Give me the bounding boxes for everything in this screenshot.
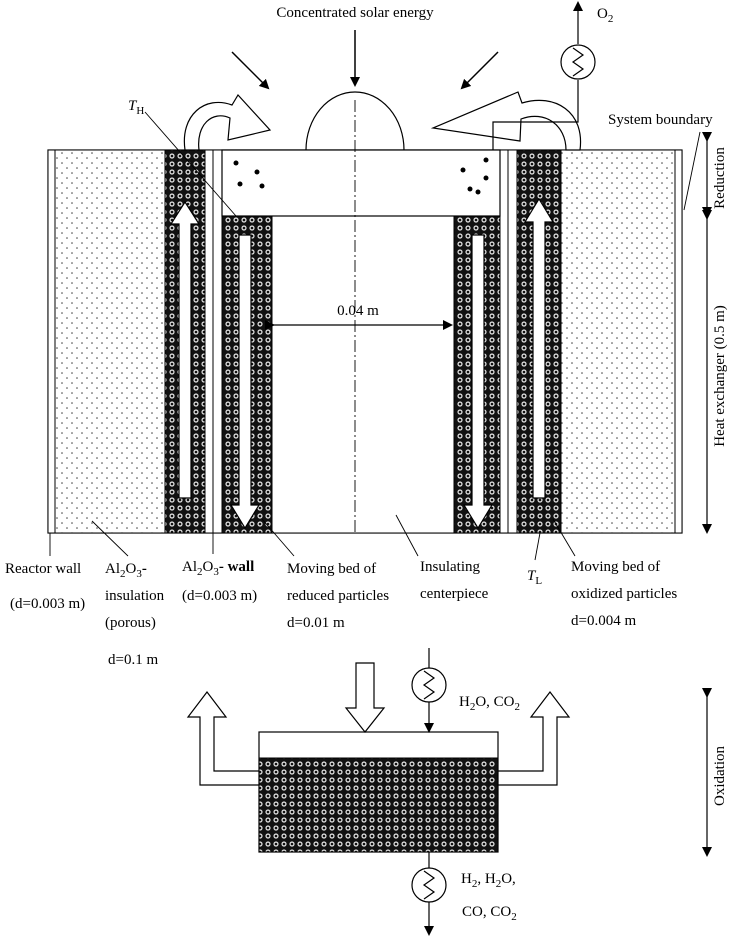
o2-heat-exchanger-zigzag — [571, 47, 585, 77]
oxidation-label: Oxidation — [712, 746, 728, 806]
reduction-particles — [233, 157, 489, 195]
reduction-chamber — [221, 149, 501, 217]
outlet-heat-exchanger-icon — [411, 867, 447, 903]
insulation-leader — [91, 520, 129, 557]
solar-arrow-left — [231, 51, 270, 90]
o2-label: O2 — [597, 6, 613, 25]
o2-outlet-line — [492, 80, 579, 150]
arrow-down-left — [229, 234, 261, 530]
o2-heat-exchanger-icon — [560, 44, 596, 80]
al2o3-wall-label: Al2O3- wall — [182, 559, 254, 578]
recirc-arrow-left — [183, 94, 272, 151]
arrow-up-left — [169, 200, 201, 499]
inlet-heat-exchanger-icon — [411, 667, 447, 703]
inlet-heat-exchanger-zigzag — [422, 670, 436, 700]
insulation-left — [54, 149, 166, 534]
solar-arrow-right — [460, 51, 499, 90]
reactor-wall-label: Reactor wall — [5, 561, 81, 577]
al2o3-wall-dim: (d=0.003 m) — [182, 588, 257, 604]
moving-ox-leader — [552, 518, 576, 557]
tl-leader — [534, 532, 541, 561]
products-line2: CO, CO2 — [462, 904, 517, 923]
al2o3-insulation-dim: d=0.1 m — [108, 652, 158, 668]
insulating-line1: Insulating — [420, 559, 480, 575]
moving-red-leader — [261, 518, 295, 557]
tl-label: TL — [527, 568, 542, 587]
arrow-up-right — [523, 197, 555, 499]
moving-oxidized-dim: d=0.004 m — [571, 613, 636, 629]
moving-reduced-line1: Moving bed of — [287, 561, 376, 577]
th-label: TH — [128, 98, 144, 117]
insulation-right — [560, 149, 676, 534]
oxidation-outlet-right — [497, 691, 571, 786]
insul-leader — [395, 514, 419, 557]
reactor-wall-left — [47, 149, 56, 534]
solar-energy-label: Concentrated solar energy — [276, 5, 434, 21]
moving-oxidized-line2: oxidized particles — [571, 586, 677, 602]
recirc-arrow-right — [430, 91, 582, 151]
arrow-down-right — [462, 234, 494, 530]
moving-reduced-line2: reduced particles — [287, 588, 389, 604]
products-line1: H2, H2O, — [461, 871, 516, 890]
al2o3-insulation-label: Al2O3- — [105, 561, 147, 580]
flow-arrows — [169, 197, 555, 530]
heat-exchanger-label: Heat exchanger (0.5 m) — [712, 305, 728, 447]
insulating-centerpiece — [271, 215, 455, 534]
system-boundary-label: System boundary — [608, 112, 713, 128]
moving-oxidized-line1: Moving bed of — [571, 559, 660, 575]
outlet-heat-exchanger-zigzag — [422, 870, 436, 900]
oxidation-inlet-arrow — [344, 662, 386, 733]
oxidation-bed — [258, 757, 499, 853]
reduction-label: Reduction — [712, 147, 728, 209]
al2o3-insulation-line2: insulation — [105, 588, 165, 604]
insulating-line2: centerpiece — [420, 586, 489, 602]
width-dimension-label: 0.04 m — [337, 303, 379, 319]
al2o3-insulation-line3: (porous) — [105, 615, 156, 631]
th-leader — [144, 111, 237, 217]
inlet-gas-label: H2O, CO2 — [459, 694, 520, 713]
reactor-wall-dim: (d=0.003 m) — [10, 596, 85, 612]
system-boundary-leader — [683, 131, 701, 211]
oxidation-outlet-left — [186, 691, 260, 786]
reactor-wall-right — [674, 149, 683, 534]
moving-reduced-dim: d=0.01 m — [287, 615, 345, 631]
